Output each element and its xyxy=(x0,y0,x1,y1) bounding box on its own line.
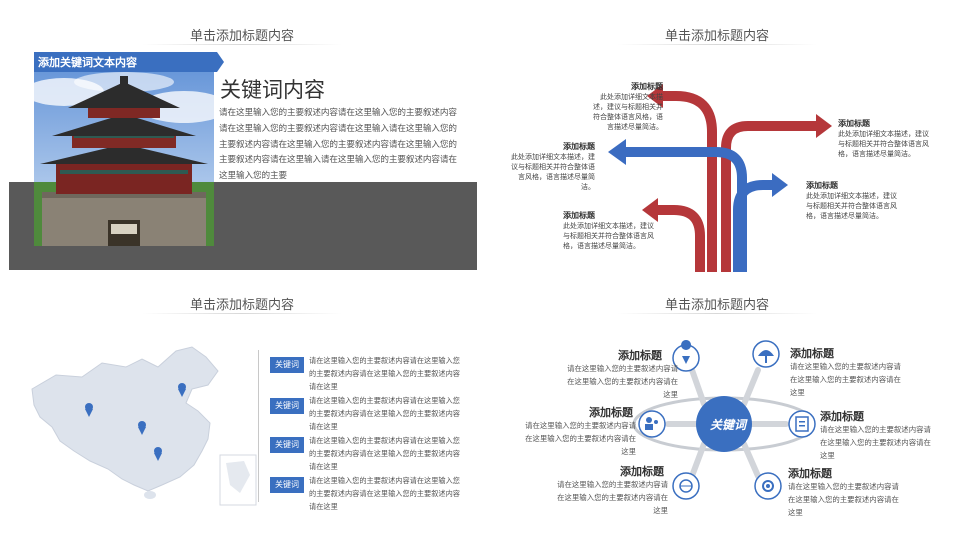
q4-item-2-title: 添加标题 xyxy=(790,347,834,360)
q4-item-4-text: 请在这里输入您的主要叙述内容请在这里输入您的主要叙述内容请在这里 xyxy=(820,425,931,461)
q4-item-3-text: 请在这里输入您的主要叙述内容请在这里输入您的主要叙述内容请在这里 xyxy=(525,421,636,457)
map-pin-icon-2 xyxy=(85,403,93,417)
q2-title-underline xyxy=(617,44,817,45)
q1-title: 单击添加标题内容 xyxy=(189,29,294,44)
q2-title: 单击添加标题内容 xyxy=(664,29,769,44)
tower-photo xyxy=(34,52,214,246)
q4-item-6-title: 添加标题 xyxy=(788,467,832,480)
q1-tag-text: 添加关键词文本内容 xyxy=(38,56,137,69)
q3-title: 单击添加标题内容 xyxy=(189,298,294,313)
map-pin-icon-3 xyxy=(138,421,146,435)
q4-item-1-title: 添加标题 xyxy=(618,349,662,362)
tower-illustration xyxy=(34,52,214,246)
q3-text-2: 请在这里输入您的主要叙述内容请在这里输入您的主要叙述内容请在这里输入您的主要叙述… xyxy=(309,396,460,431)
q2-label-4: 添加标题 此处添加详细文本描述，建议与标题相关并符合整体语言风格，语言描述尽量简… xyxy=(806,181,898,221)
q2-label-3-text: 此处添加详细文本描述，建议与标题相关并符合整体语言风格，语言描述尽量简洁。 xyxy=(838,130,929,158)
q1-heading: 关键词内容 xyxy=(220,78,325,102)
q1-body-text: 请在这里输入您的主要叙述内容请在这里输入您的主要叙述内容请在这里输入您的主要叙述… xyxy=(219,108,457,182)
q3-divider xyxy=(258,350,259,502)
q4-item-4-title: 添加标题 xyxy=(820,410,864,423)
q2-label-4-title: 添加标题 xyxy=(806,181,838,190)
blue-arrow-right xyxy=(733,180,772,272)
q3-text-4: 请在这里输入您的主要叙述内容请在这里输入您的主要叙述内容请在这里输入您的主要叙述… xyxy=(309,476,460,511)
q1-tag-banner xyxy=(34,52,224,72)
blue-arrowhead-right xyxy=(772,173,788,197)
q2-label-3: 添加标题 此处添加详细文本描述，建议与标题相关并符合整体语言风格，语言描述尽量简… xyxy=(838,119,930,159)
q3-badge-2: 关键词 xyxy=(270,398,304,414)
q4-item-3-title: 添加标题 xyxy=(589,406,633,419)
hub-diagram xyxy=(632,340,816,500)
blue-arrow-left xyxy=(626,147,747,272)
q4-item-2-text: 请在这里输入您的主要叙述内容请在这里输入您的主要叙述内容请在这里 xyxy=(790,362,901,398)
red-arrowhead-up-left xyxy=(647,84,663,108)
hub-center-label: 关键词 xyxy=(709,418,746,432)
q2-label-2-text: 此处添加详细文本描述，建议与标题相关并符合整体语言风格，语言描述尽量简洁。 xyxy=(511,153,595,191)
q2-label-1-title: 添加标题 xyxy=(631,82,663,91)
hub-center-circle xyxy=(696,396,752,452)
q2-label-5-title: 添加标题 xyxy=(563,211,595,220)
q3-text-3: 请在这里输入您的主要叙述内容请在这里输入您的主要叙述内容请在这里输入您的主要叙述… xyxy=(309,436,460,471)
q2-label-5-text: 此处添加详细文本描述，建议与标题相关并符合整体语言风格，语言描述尽量简洁。 xyxy=(563,222,654,250)
q3-text-1: 请在这里输入您的主要叙述内容请在这里输入您的主要叙述内容请在这里输入您的主要叙述… xyxy=(309,356,460,391)
china-map xyxy=(31,346,257,506)
q4-title-underline xyxy=(617,313,817,314)
q2-label-3-title: 添加标题 xyxy=(838,119,870,128)
map-pin-icon-4 xyxy=(154,447,162,461)
q4-item-1-text: 请在这里输入您的主要叙述内容请在这里输入您的主要叙述内容请在这里 xyxy=(567,364,678,400)
red-arrowhead-low-left xyxy=(642,198,658,222)
map-pin-icon-1 xyxy=(178,383,186,397)
q4-item-5-text: 请在这里输入您的主要叙述内容请在这里输入您的主要叙述内容请在这里 xyxy=(557,480,668,516)
q4-item-5-title: 添加标题 xyxy=(620,465,664,478)
q3-title-underline xyxy=(142,313,342,314)
q3-badge-3: 关键词 xyxy=(270,437,304,453)
red-arrow-right xyxy=(721,121,816,272)
q3-badge-1: 关键词 xyxy=(270,357,304,373)
red-arrowhead-right xyxy=(816,114,832,138)
q4-title: 单击添加标题内容 xyxy=(664,298,769,313)
q1-title-underline xyxy=(142,44,342,45)
q2-label-1-text: 此处添加详细文本描述，建议与标题相关并符合整体语言风格，语言描述尽量简洁。 xyxy=(593,93,663,131)
q2-label-2: 添加标题 此处添加详细文本描述，建议与标题相关并符合整体语言风格，语言描述尽量简… xyxy=(505,142,595,192)
q2-label-1: 添加标题 此处添加详细文本描述，建议与标题相关并符合整体语言风格，语言描述尽量简… xyxy=(593,82,663,132)
q2-label-2-title: 添加标题 xyxy=(563,142,595,151)
q4-item-6-text: 请在这里输入您的主要叙述内容请在这里输入您的主要叙述内容请在这里 xyxy=(788,482,899,518)
blue-arrowhead-left xyxy=(608,139,626,165)
red-arrow-low-left xyxy=(658,205,705,272)
q2-label-4-text: 此处添加详细文本描述，建议与标题相关并符合整体语言风格，语言描述尽量简洁。 xyxy=(806,192,897,220)
q3-badge-4: 关键词 xyxy=(270,477,304,493)
red-arrow-up-left xyxy=(663,91,717,272)
q2-label-5: 添加标题 此处添加详细文本描述，建议与标题相关并符合整体语言风格，语言描述尽量简… xyxy=(563,211,655,251)
document-icon xyxy=(788,410,816,438)
arrows-diagram xyxy=(608,84,832,272)
